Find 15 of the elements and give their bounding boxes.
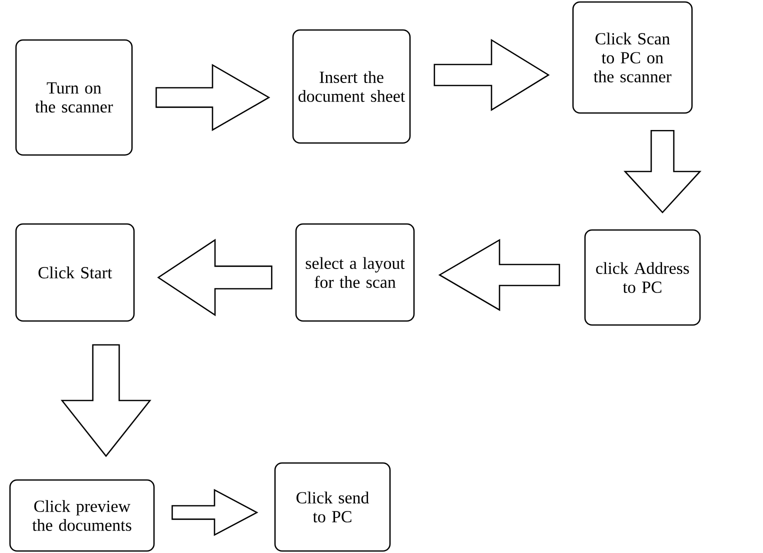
process-box: click Address to PC xyxy=(584,229,701,326)
process-box: Click send to PC xyxy=(274,462,391,552)
process-box: Click Start xyxy=(15,223,135,322)
block-arrow xyxy=(624,130,702,214)
process-box: select a layout for the scan xyxy=(295,223,415,322)
process-box: Insert the document sheet xyxy=(292,29,411,144)
process-box: Turn on the scanner xyxy=(15,39,133,156)
block-arrow xyxy=(156,64,270,132)
block-arrow xyxy=(172,488,258,536)
process-box: Click Scan to PC on the scanner xyxy=(572,1,693,114)
block-arrow xyxy=(157,238,272,316)
process-box: Click preview the documents xyxy=(9,479,155,552)
block-arrow xyxy=(438,238,560,312)
block-arrow xyxy=(60,344,152,458)
block-arrow xyxy=(434,38,550,112)
